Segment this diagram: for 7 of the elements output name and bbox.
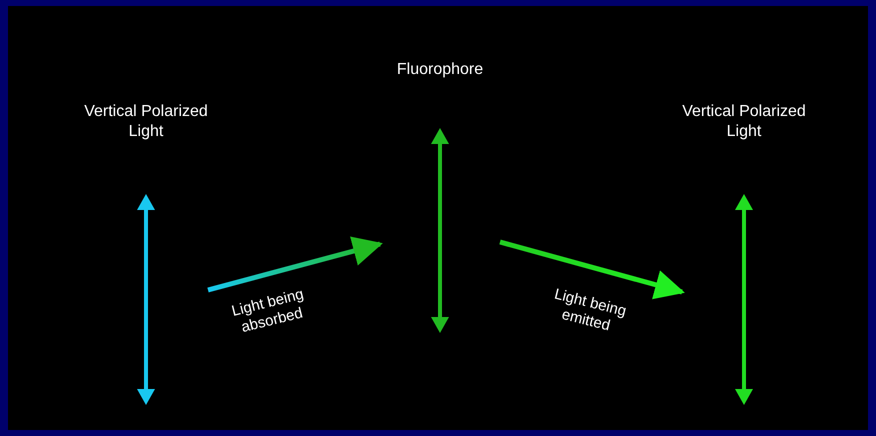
light-node: [84, 102, 208, 407]
node-heading: Vertical Polarized Light: [84, 102, 208, 142]
light-node: [682, 102, 806, 407]
light-arrow: [207, 236, 383, 292]
node-heading: Vertical Polarized Light: [682, 102, 806, 142]
node-heading: Fluorophore: [396, 60, 484, 80]
light-arrow: [499, 240, 685, 300]
